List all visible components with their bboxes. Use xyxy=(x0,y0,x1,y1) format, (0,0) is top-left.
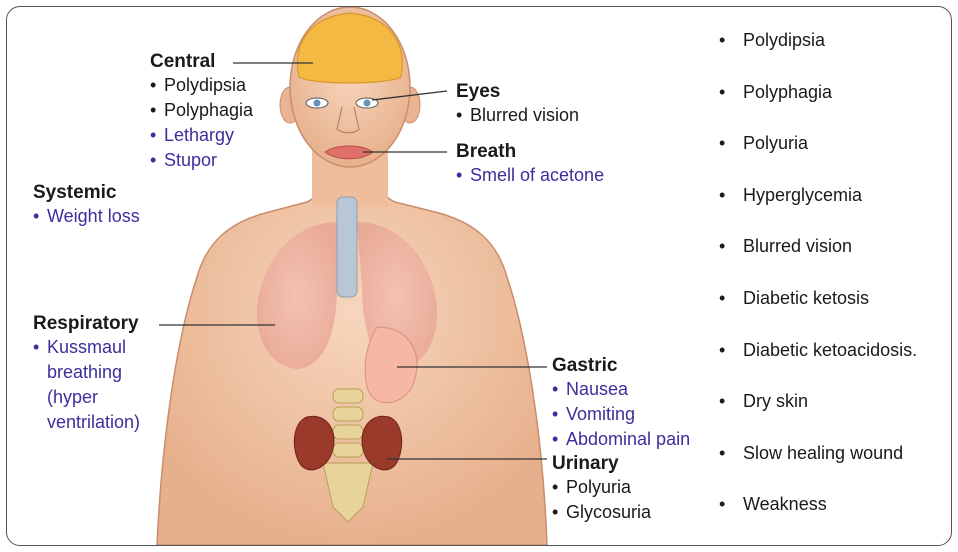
eyes-heading: Eyes xyxy=(456,81,579,103)
breath-label-group: Breath •Smell of acetone xyxy=(456,141,604,188)
symptom-item: •Polyuria xyxy=(719,128,917,180)
respiratory-label-group: Respiratory •Kussmaul breathing (hyper v… xyxy=(33,313,140,435)
gastric-item: •Abdominal pain xyxy=(552,427,690,452)
gastric-label-group: Gastric •Nausea •Vomiting •Abdominal pai… xyxy=(552,355,690,452)
central-item: •Lethargy xyxy=(150,123,253,148)
symptom-item: •Polyphagia xyxy=(719,77,917,129)
eyes-label-group: Eyes •Blurred vision xyxy=(456,81,579,128)
gastric-item: •Vomiting xyxy=(552,402,690,427)
trachea xyxy=(337,197,357,297)
gastric-item: •Nausea xyxy=(552,377,690,402)
systemic-heading: Systemic xyxy=(33,182,140,204)
systemic-item: •Weight loss xyxy=(33,204,140,229)
systemic-label-group: Systemic •Weight loss xyxy=(33,182,140,229)
symptom-item: •Diabetic ketosis xyxy=(719,283,917,335)
central-heading: Central xyxy=(150,51,253,73)
symptom-item: •Polydipsia xyxy=(719,25,917,77)
eyes-item: •Blurred vision xyxy=(456,103,579,128)
central-item: •Polyphagia xyxy=(150,98,253,123)
symptom-item: •Blurred vision xyxy=(719,231,917,283)
diagram-frame: Central •Polydipsia •Polyphagia •Letharg… xyxy=(6,6,952,546)
breath-heading: Breath xyxy=(456,141,604,163)
symptom-item: •Diabetic ketoacidosis. xyxy=(719,335,917,387)
breath-item: •Smell of acetone xyxy=(456,163,604,188)
respiratory-item: breathing xyxy=(33,360,140,385)
gastric-heading: Gastric xyxy=(552,355,690,377)
respiratory-heading: Respiratory xyxy=(33,313,140,335)
urinary-item: •Glycosuria xyxy=(552,500,651,525)
respiratory-item: ventrilation) xyxy=(33,410,140,435)
central-item: •Polydipsia xyxy=(150,73,253,98)
central-item: •Stupor xyxy=(150,148,253,173)
symptom-item: •Dry skin xyxy=(719,386,917,438)
urinary-label-group: Urinary •Polyuria •Glycosuria xyxy=(552,453,651,525)
symptom-item: •Hyperglycemia xyxy=(719,180,917,232)
symptom-item: •Weakness xyxy=(719,489,917,541)
symptom-list: •Polydipsia •Polyphagia •Polyuria •Hyper… xyxy=(719,25,917,541)
central-label-group: Central •Polydipsia •Polyphagia •Letharg… xyxy=(150,51,253,173)
urinary-heading: Urinary xyxy=(552,453,651,475)
respiratory-item: (hyper xyxy=(33,385,140,410)
symptom-item: •Slow healing wound xyxy=(719,438,917,490)
respiratory-item: •Kussmaul xyxy=(33,335,140,360)
urinary-item: •Polyuria xyxy=(552,475,651,500)
